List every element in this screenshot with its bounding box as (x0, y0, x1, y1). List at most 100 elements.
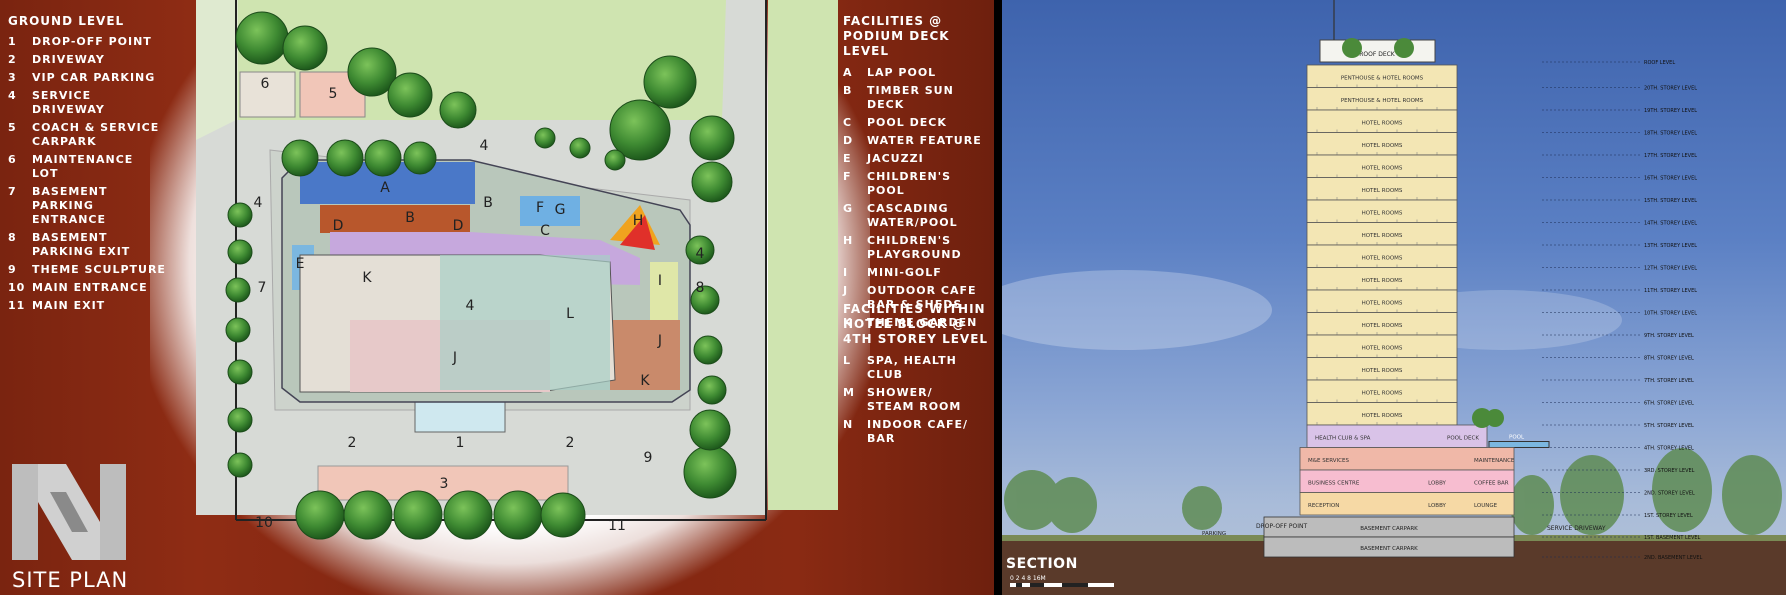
tower-floor-label: HOTEL ROOMS (1362, 210, 1403, 216)
ground-level-item-key: 8 (8, 231, 17, 244)
tree-icon (347, 47, 397, 97)
tower-floor: HOTEL ROOMS (1306, 244, 1458, 268)
plan-label: 7 (258, 280, 267, 296)
cafe-bar (610, 320, 680, 390)
podium-facility-item-label: THEME GARDEN (867, 316, 978, 329)
hotel-facility-item-label: SHOWER/ STEAM ROOM (867, 386, 962, 413)
plan-label: I (658, 273, 662, 289)
drop-off-label: DROP-OFF POINT (1256, 523, 1307, 530)
podium-facility-item-key: B (843, 84, 853, 97)
rooftop-tree-icon (1342, 38, 1362, 58)
level-label: 15TH. STOREY LEVEL (1644, 198, 1697, 204)
plan-label: 4 (254, 195, 263, 211)
tree-icon (683, 445, 737, 499)
tower-floor: HOTEL ROOMS (1306, 267, 1458, 291)
ground-level-item: 11 MAIN EXIT (8, 297, 168, 315)
plan-label: D (453, 218, 464, 234)
tower-floor-label: HOTEL ROOMS (1362, 345, 1403, 351)
ground-level-item-label: MAIN EXIT (32, 299, 106, 312)
tower-floor-label: HOTEL ROOMS (1362, 188, 1403, 194)
ground-level-item-label: VIP CAR PARKING (32, 71, 156, 84)
level-label: 20TH. STOREY LEVEL (1644, 86, 1697, 92)
plan-label: L (566, 306, 574, 322)
tower-floor-label: HOTEL ROOMS (1362, 300, 1403, 306)
ground-level-item-key: 9 (8, 263, 17, 276)
tree-icon (604, 149, 626, 171)
playground-2 (620, 215, 655, 250)
ground-level-item: 3 VIP CAR PARKING (8, 69, 168, 87)
plan-label: 4 (696, 246, 705, 262)
maintenance-lot (239, 71, 296, 118)
plan-label: A (380, 180, 390, 196)
podium-facility-item-key: H (843, 234, 854, 247)
ground-level-item-key: 2 (8, 53, 17, 66)
plan-label: C (540, 223, 550, 239)
podium-facility-item-key: J (843, 284, 849, 297)
level-label: 1ST. STOREY LEVEL (1644, 513, 1693, 519)
tree-icon (689, 409, 731, 451)
panel-divider (994, 0, 1002, 595)
cloud (1002, 270, 1272, 350)
tree-icon (282, 25, 328, 71)
ground-level-item-key: 11 (8, 299, 26, 312)
tower-floor-label: PENTHOUSE & HOTEL ROOMS (1341, 98, 1424, 104)
drop-off-canopy (414, 401, 506, 433)
level-label: 5TH. STOREY LEVEL (1644, 423, 1694, 429)
tower-floor-label: HOTEL ROOMS (1362, 233, 1403, 239)
tree-icon (534, 127, 556, 149)
tree-icon (387, 72, 433, 118)
hotel-facilities-legend: FACILITIES WITHIN HOTEL BLOCK @ 4TH STOR… (843, 302, 993, 448)
tower-floor: HOTEL ROOMS (1306, 199, 1458, 223)
plan-label: J (452, 350, 457, 366)
plan-label: 3 (440, 476, 449, 492)
tree-icon (693, 335, 723, 365)
ground-level-item-label: MAIN ENTRANCE (32, 281, 148, 294)
level-label: 19TH. STOREY LEVEL (1644, 108, 1697, 114)
plan-label: 6 (261, 76, 270, 92)
plan-label: G (555, 202, 566, 218)
podium-facility-item-key: E (843, 152, 852, 165)
tree-icon (364, 139, 402, 177)
podium-facility-item-label: POOL DECK (867, 116, 947, 129)
tree-icon (227, 407, 253, 433)
plan-label: 1 (456, 435, 465, 451)
podium-facility-item-key: G (843, 202, 854, 215)
childrens-pool (520, 196, 580, 226)
tree-icon (685, 235, 715, 265)
ground-level-item-label: COACH & SERVICE CARPARK (32, 121, 160, 148)
tower-floor: HOTEL ROOMS (1306, 357, 1458, 381)
ground-level-item-key: 3 (8, 71, 17, 84)
plan-label: 2 (566, 435, 575, 451)
plan-label: 8 (696, 280, 705, 296)
ground-level-item-label: SERVICE DRIVEWAY (32, 89, 105, 116)
section-title: SECTION (1006, 556, 1078, 572)
plan-label: 10 (255, 515, 273, 531)
plan-label: K (362, 270, 372, 286)
tree-icon (295, 490, 345, 540)
podium-facility-item-key: F (843, 170, 852, 183)
podium-facility-item-label: MINI-GOLF (867, 266, 942, 279)
podium-floor-left-label: RECEPTION (1308, 503, 1339, 509)
tree-icon (569, 137, 591, 159)
ground-level-heading: GROUND LEVEL (8, 14, 125, 28)
ground-level-item-label: MAINTENANCE LOT (32, 153, 134, 180)
plan-label: 2 (348, 435, 357, 451)
plan-label: 4 (480, 138, 489, 154)
